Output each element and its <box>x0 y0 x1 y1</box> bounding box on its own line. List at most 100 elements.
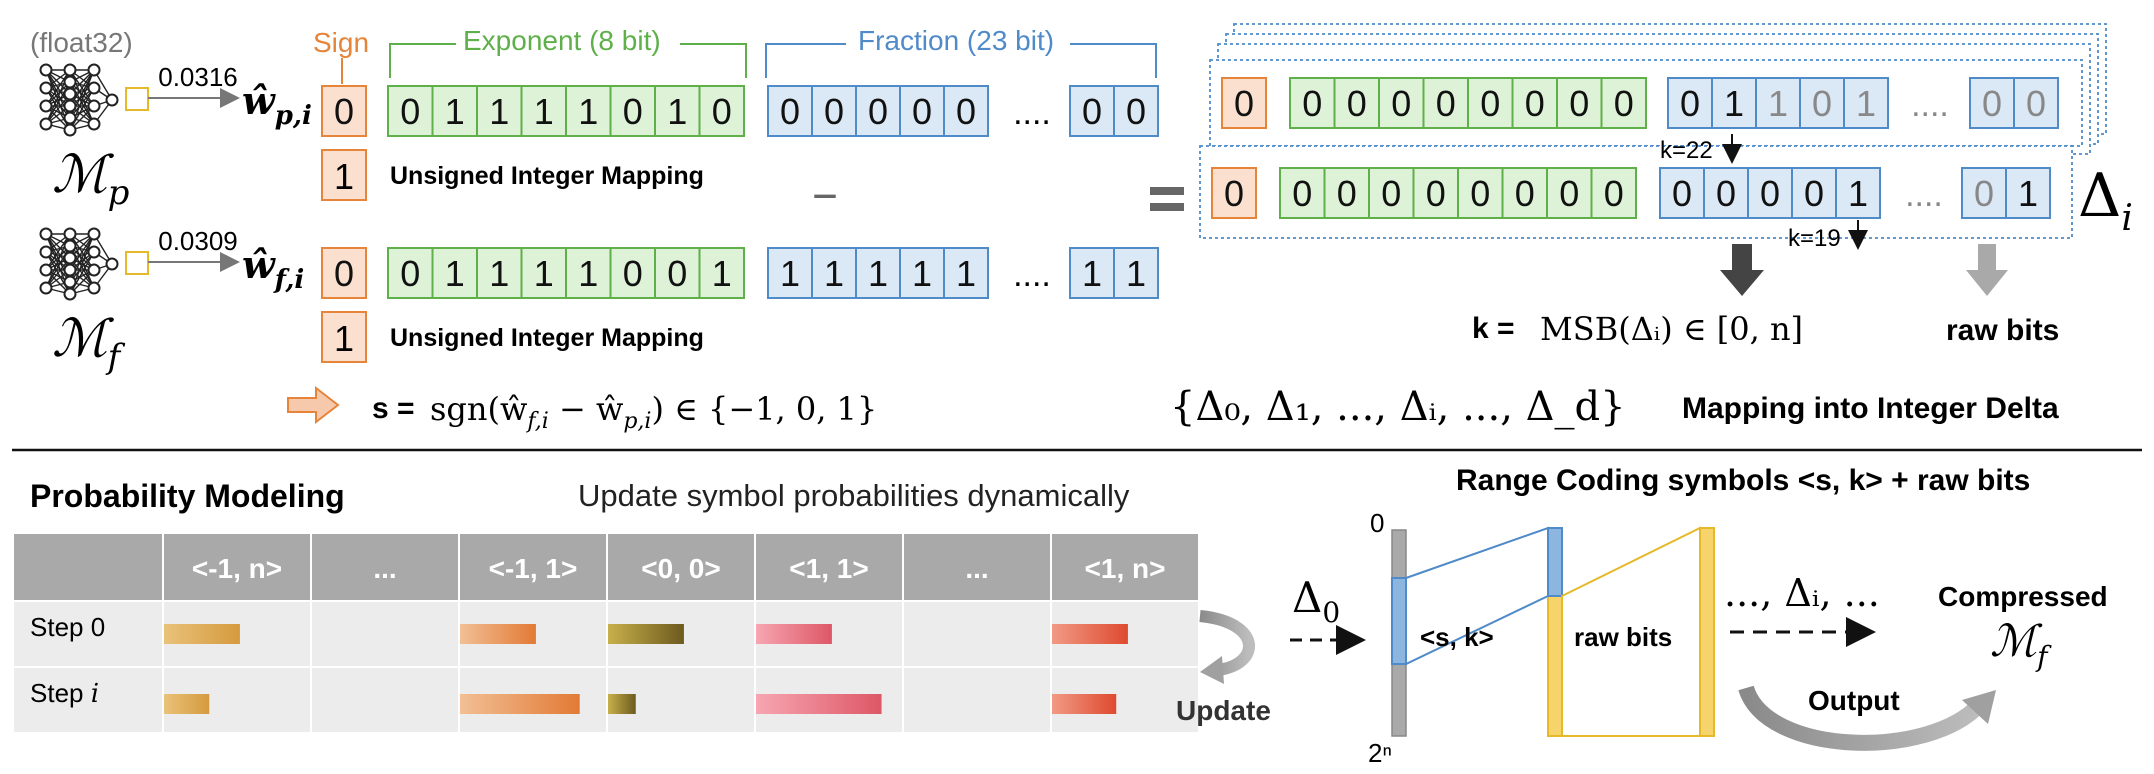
delta-back-fraction-bit: 1 <box>1856 83 1876 124</box>
column-header: <1, 1> <box>789 553 868 584</box>
table-header-cell <box>904 534 1050 600</box>
delta0-label: Δ0 <box>1292 573 1340 629</box>
exponent-bit: 1 <box>445 253 465 294</box>
orange-right-arrow <box>287 385 340 425</box>
delta-back-exponent-bit: 0 <box>1391 83 1411 124</box>
fraction-ellipsis: .... <box>1013 94 1051 132</box>
sign-int-bit: 1 <box>334 156 354 197</box>
fraction-bit: 0 <box>868 91 888 132</box>
equals-bar-bottom <box>1150 203 1184 211</box>
range-sk-segment <box>1391 577 1407 665</box>
delta-front-sign-cell <box>1211 167 1257 219</box>
prob-bar <box>608 694 636 714</box>
delta-front-fraction-bit: 0 <box>1760 173 1780 214</box>
delta-back-tail-cell <box>1969 77 2015 129</box>
step-label: Step 0 <box>30 612 105 642</box>
weight-symbol: ŵp,i <box>242 78 312 131</box>
fraction-tail-cell <box>1069 247 1115 299</box>
sequence-label: ..., Δᵢ, ... <box>1724 571 1880 615</box>
delta-i-symbol: Δi <box>2078 161 2133 239</box>
delta-back-fraction-bit: 0 <box>1680 83 1700 124</box>
table-header-cell <box>1052 534 1198 600</box>
fraction-tail-bit: 0 <box>1126 91 1146 132</box>
delta-front-tail-bit: 0 <box>1974 173 1994 214</box>
sign-formula-prefix: s = <box>372 392 415 425</box>
compressed-label: Compressed <box>1938 581 2108 612</box>
exponent-bit: 1 <box>578 91 598 132</box>
prob-cell <box>904 602 1050 666</box>
delta-back-fraction-cell <box>1755 77 1801 129</box>
exponent-bit: 1 <box>534 91 554 132</box>
exponent-bit: 0 <box>400 253 420 294</box>
prob-bar <box>460 694 580 714</box>
delta-front-fraction-cell <box>1703 167 1749 219</box>
fraction-ellipsis: .... <box>1013 256 1051 294</box>
delta-front-exponent-bit: 0 <box>1515 173 1535 214</box>
delta-front-fraction-bit: 0 <box>1716 173 1736 214</box>
step-label: Step i <box>30 678 99 709</box>
delta-back-exponent-bit: 0 <box>1614 83 1634 124</box>
column-header: <1, n> <box>1085 553 1166 584</box>
column-header: <-1, n> <box>192 553 282 584</box>
fraction-bit: 1 <box>868 253 888 294</box>
table-header-cell <box>312 534 458 600</box>
fraction-cell <box>943 85 989 137</box>
raw-bits-top-label: raw bits <box>1946 314 2059 347</box>
range-title: Range Coding symbols <s, k> + raw bits <box>1456 464 2030 497</box>
exponent-cell <box>698 85 745 137</box>
prob-title: Probability Modeling <box>30 478 345 514</box>
delta-back-fraction-bit: 1 <box>1724 83 1744 124</box>
fraction-cell <box>767 85 813 137</box>
column-header: ... <box>965 553 988 584</box>
column-header: <0, 0> <box>641 553 720 584</box>
delta-front-fraction-bit: 1 <box>1848 173 1868 214</box>
weight-value: 0.0316 <box>158 62 238 92</box>
sign-bit: 0 <box>334 91 354 132</box>
k22-label: k=22 <box>1660 137 1713 164</box>
delta-front-fraction-cell <box>1659 167 1705 219</box>
neural-net-icon <box>39 63 149 137</box>
exponent-bit: 1 <box>445 91 465 132</box>
range-sk-sub <box>1547 527 1563 597</box>
exponent-header: Exponent (8 bit) <box>463 25 661 56</box>
prob-bar <box>756 694 882 714</box>
output-label: Output <box>1808 685 1900 716</box>
weight-symbol: ŵf,i <box>242 242 304 295</box>
table-header-cell <box>756 534 902 600</box>
exponent-bit: 0 <box>623 91 643 132</box>
raw-bits-interval <box>1699 527 1715 737</box>
fraction-cell <box>855 247 901 299</box>
update-cycle-arrow <box>1199 610 1255 676</box>
delta-back-exponent-cell <box>1467 77 1514 129</box>
exponent-bit: 1 <box>712 253 732 294</box>
delta-back-exponent-bit: 0 <box>1525 83 1545 124</box>
fraction-bit: 1 <box>956 253 976 294</box>
raw-bits-bottom-label: raw bits <box>1574 622 1672 652</box>
delta-front-fraction-cell <box>1835 167 1881 219</box>
k19-label: k=19 <box>1788 225 1841 252</box>
exponent-bit: 1 <box>489 253 509 294</box>
delta-front-tail-cell <box>1961 167 2007 219</box>
delta-front-exponent-cell <box>1323 167 1370 219</box>
row-label-cell <box>14 668 162 732</box>
fraction-bit: 0 <box>912 91 932 132</box>
fraction-cell <box>899 247 945 299</box>
model-name: ℳp <box>52 145 129 213</box>
delta-front-fraction-bit: 0 <box>1804 173 1824 214</box>
column-header: <-1, 1> <box>489 553 578 584</box>
delta-set: {Δ₀, Δ₁, ..., Δᵢ, ..., Δ_d} <box>1170 384 1626 430</box>
fraction-bit: 0 <box>824 91 844 132</box>
fraction-cell <box>855 85 901 137</box>
fraction-tail-bit: 1 <box>1082 253 1102 294</box>
table-header-corner <box>14 534 162 600</box>
delta-front-exponent-bit: 0 <box>1559 173 1579 214</box>
delta-back-sign-bit: 0 <box>1234 83 1254 124</box>
delta-front-exponent-bit: 0 <box>1426 173 1446 214</box>
sign-cell <box>321 85 367 137</box>
fraction-cell <box>767 247 813 299</box>
prob-bar <box>164 694 210 714</box>
table-header-cell <box>608 534 754 600</box>
fraction-cell <box>811 247 857 299</box>
probability-table: <-1, n>...<-1, 1><0, 0><1, 1>...<1, n>St… <box>14 534 1198 732</box>
